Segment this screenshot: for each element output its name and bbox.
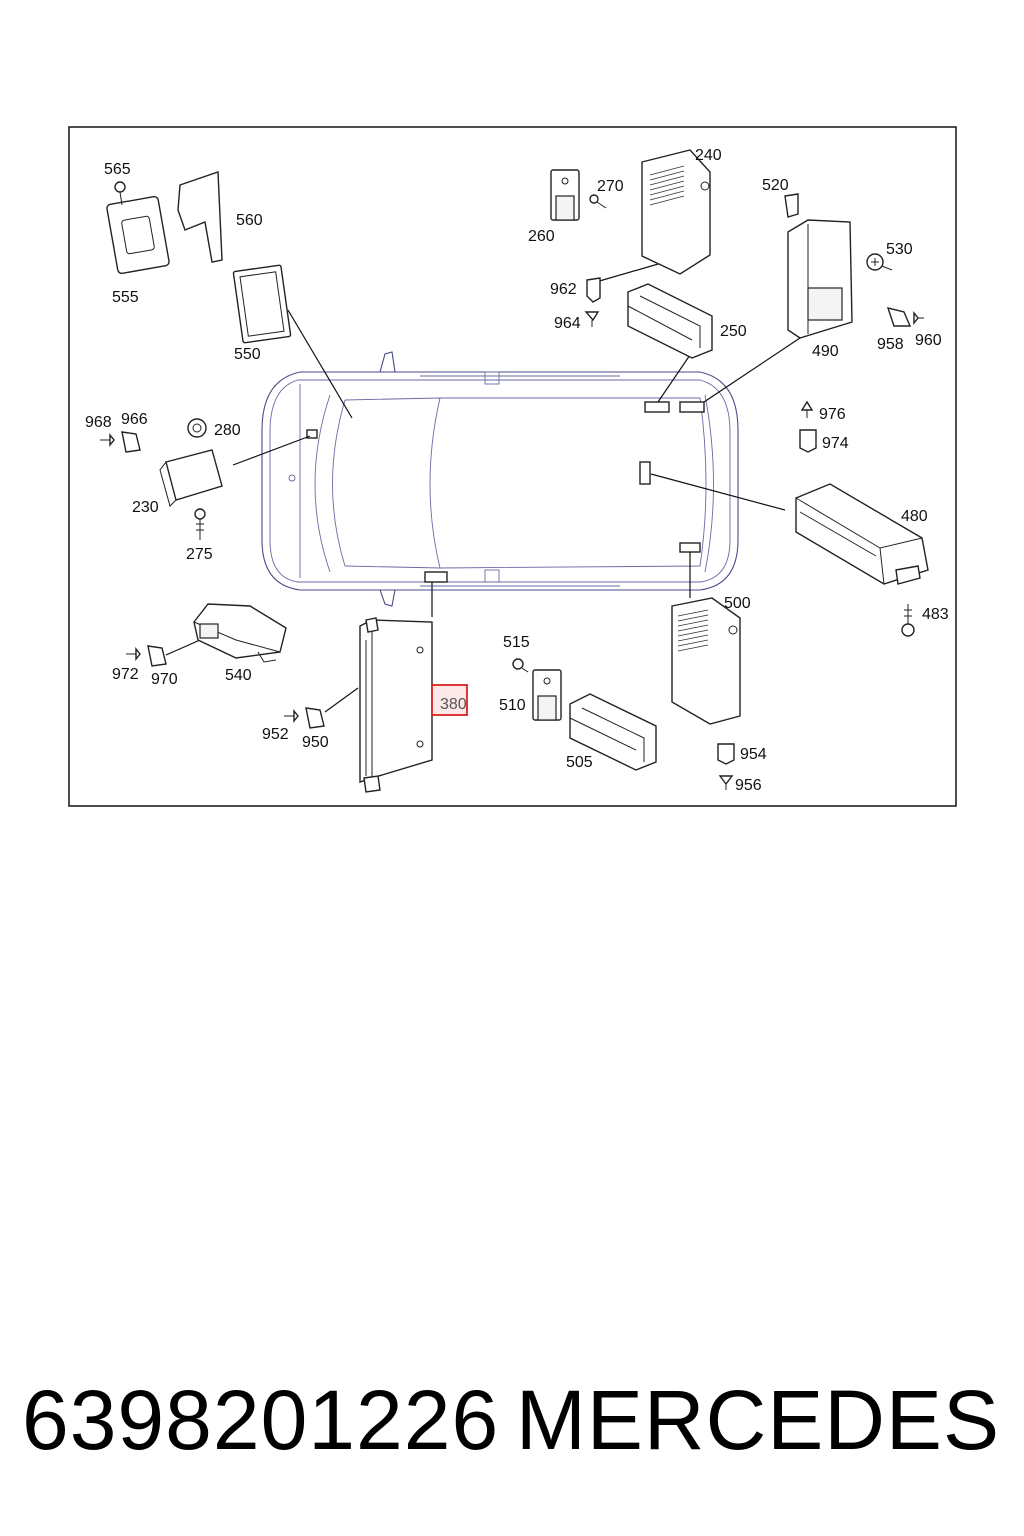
- callout-970: 970: [151, 671, 178, 688]
- connector-974: [799, 429, 817, 453]
- pin-956: [718, 775, 734, 790]
- connector-970: [147, 645, 167, 667]
- module-480: [795, 483, 929, 585]
- callout-520: 520: [762, 177, 789, 194]
- callout-480: 480: [901, 508, 928, 525]
- nut-280: [187, 418, 207, 438]
- connector-950: [305, 707, 325, 729]
- relay-510: [532, 669, 562, 721]
- callout-560: 560: [236, 212, 263, 229]
- callout-974: 974: [822, 435, 849, 452]
- module-490: [787, 219, 853, 339]
- bracket-560: [177, 171, 223, 263]
- callout-550: 550: [234, 346, 261, 363]
- parts-diagram: 565 560 555 550 260 270 240 962 964 250 …: [68, 126, 957, 807]
- callout-964: 964: [554, 315, 581, 332]
- callout-500: 500: [724, 595, 751, 612]
- holder-505: [569, 693, 657, 771]
- callout-250: 250: [720, 323, 747, 340]
- module-550: [232, 264, 292, 344]
- callout-270: 270: [597, 178, 624, 195]
- callout-976: 976: [819, 406, 846, 423]
- callout-966: 966: [121, 411, 148, 428]
- pin-972: [126, 647, 141, 661]
- callout-240: 240: [695, 147, 722, 164]
- pin-964: [584, 311, 600, 327]
- relay-260: [550, 169, 580, 221]
- callout-960: 960: [915, 332, 942, 349]
- screw-270: [589, 194, 607, 209]
- callout-555: 555: [112, 289, 139, 306]
- screw-515: [512, 658, 529, 673]
- pin-968: [100, 433, 115, 447]
- callout-950: 950: [302, 734, 329, 751]
- callout-954: 954: [740, 746, 767, 763]
- connector-958: [886, 307, 912, 327]
- callout-515: 515: [503, 634, 530, 651]
- callout-565: 565: [104, 161, 131, 178]
- module-500: [671, 597, 741, 725]
- screw-530: [866, 253, 893, 271]
- callout-972: 972: [112, 666, 139, 683]
- part-number: 6398201226: [22, 1373, 500, 1467]
- callout-280: 280: [214, 422, 241, 439]
- screw-483: [901, 604, 915, 637]
- connector-954: [717, 743, 735, 765]
- callout-540: 540: [225, 667, 252, 684]
- callout-956: 956: [735, 777, 762, 794]
- callout-958: 958: [877, 336, 904, 353]
- callout-968: 968: [85, 414, 112, 431]
- callout-510: 510: [499, 697, 526, 714]
- callout-962: 962: [550, 281, 577, 298]
- callout-260: 260: [528, 228, 555, 245]
- clip-520: [784, 193, 799, 218]
- brand-name: MERCEDES: [515, 1373, 1000, 1467]
- leader-lines: [165, 261, 801, 713]
- pin-976: [800, 400, 814, 418]
- callout-labels: 565 560 555 550 260 270 240 962 964 250 …: [85, 147, 949, 794]
- callout-483: 483: [922, 606, 949, 623]
- relay-230: [159, 449, 223, 507]
- callout-490: 490: [812, 343, 839, 360]
- module-240: [641, 149, 711, 275]
- pin-952: [284, 709, 299, 723]
- callout-275: 275: [186, 546, 213, 563]
- module-380: [359, 617, 433, 793]
- callout-952: 952: [262, 726, 289, 743]
- bracket-555: [106, 181, 170, 275]
- connector-962: [586, 277, 601, 303]
- bolt-275: [194, 508, 206, 540]
- module-540: [193, 603, 287, 663]
- holder-250: [627, 283, 713, 359]
- callout-380: 380: [440, 696, 467, 713]
- connector-966: [121, 431, 141, 453]
- highlight-box-380: [431, 684, 468, 716]
- callout-530: 530: [886, 241, 913, 258]
- footer: 6398201226 MERCEDES: [0, 1365, 1024, 1475]
- callout-505: 505: [566, 754, 593, 771]
- pin-960: [913, 311, 924, 325]
- callout-230: 230: [132, 499, 159, 516]
- vehicle-outline: [261, 351, 739, 607]
